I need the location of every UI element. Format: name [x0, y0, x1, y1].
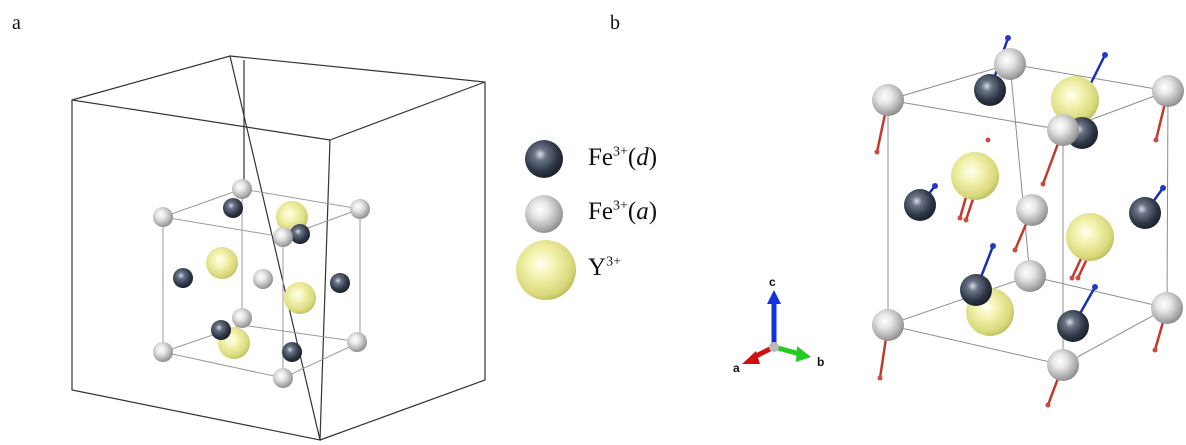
spin-down-tips	[874, 137, 1159, 408]
fe-d-atom	[211, 320, 231, 340]
fe-d-atom	[173, 268, 193, 288]
legend-fe-a-site: a	[636, 198, 649, 225]
fe-a-atom	[273, 227, 293, 247]
fe-a-atom	[153, 342, 173, 362]
legend-fe-d-element: Fe	[588, 144, 613, 171]
y-atom	[284, 282, 316, 314]
fe-d-atom	[960, 274, 992, 306]
fe-a-atom	[273, 368, 293, 388]
legend-y-charge: 3+	[606, 254, 621, 270]
fe-a-atom	[1047, 114, 1079, 146]
axis-c-label: c	[769, 275, 776, 289]
legend-fe-d-site: d	[636, 144, 649, 171]
fe-a-atom	[232, 179, 252, 199]
axis-a-label: a	[733, 361, 740, 375]
outer-cell-edges	[71, 55, 486, 441]
y-atom	[1066, 213, 1114, 261]
panel-a-label: a	[12, 12, 21, 34]
fe-d-atom	[223, 198, 243, 218]
fe-a-atom	[872, 309, 904, 341]
spin-down-sticks	[875, 90, 1170, 406]
fe-a-atom	[1047, 349, 1079, 381]
panel-a-structure	[71, 55, 486, 441]
fe-d-atom	[1057, 310, 1089, 342]
fe-d-atom	[290, 224, 310, 244]
fe-a-atom	[153, 207, 173, 227]
spin-up-tips	[932, 35, 1166, 290]
fe-a-atom	[1016, 194, 1048, 226]
legend-item-fe-d: Fe3+(d)	[588, 144, 658, 171]
fe-a-atom	[350, 199, 370, 219]
legend-fe-d-charge: 3+	[613, 144, 628, 160]
axis-triad: c b a	[733, 275, 824, 375]
fe-a-atom	[1152, 75, 1184, 107]
legend-item-fe-a: Fe3+(a)	[588, 198, 658, 225]
legend-fe-d-symbol	[525, 140, 563, 178]
fe-a-atom	[232, 308, 252, 328]
y-atom	[206, 247, 238, 279]
fe-a-atom	[253, 269, 273, 289]
fe-d-atom	[1129, 197, 1161, 229]
panel-b-label: b	[610, 12, 620, 34]
fe-a-atom	[1014, 260, 1046, 292]
legend-item-y: Y3+	[588, 254, 621, 282]
y-atom	[1051, 76, 1099, 124]
fe-a-atom	[994, 48, 1026, 80]
panel-b-structure	[872, 35, 1184, 408]
legend-symbols	[516, 140, 576, 300]
legend-fe-a-symbol	[525, 195, 563, 233]
fe-d-atom	[282, 342, 302, 362]
legend-y-symbol	[516, 240, 576, 300]
y-atom	[951, 152, 999, 200]
fe-a-atom	[872, 84, 904, 116]
axis-b-label: b	[817, 355, 824, 369]
fe-d-atom	[974, 74, 1006, 106]
fe-a-atom	[347, 332, 367, 352]
fe-a-atom	[1151, 292, 1183, 324]
legend-fe-a-charge: 3+	[613, 198, 628, 214]
fe-d-atom	[330, 273, 350, 293]
legend-fe-a-element: Fe	[588, 198, 613, 225]
legend-y-element: Y	[588, 254, 607, 281]
fe-d-atom	[904, 189, 936, 221]
